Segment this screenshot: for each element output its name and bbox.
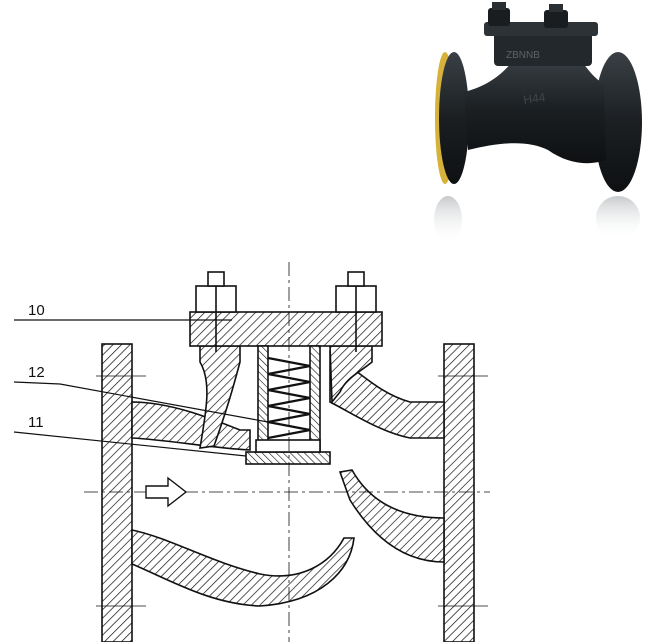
label-12: 12 [28, 364, 45, 381]
check-valve-photo-icon: ZBNNB H44 [434, 2, 642, 244]
label-10: 10 [28, 302, 45, 319]
check-valve-cross-section-icon: 10 12 11 [13, 262, 490, 642]
svg-text:H44: H44 [522, 90, 546, 107]
label-11: 11 [28, 414, 44, 431]
svg-text:ZBNNB: ZBNNB [506, 50, 540, 61]
